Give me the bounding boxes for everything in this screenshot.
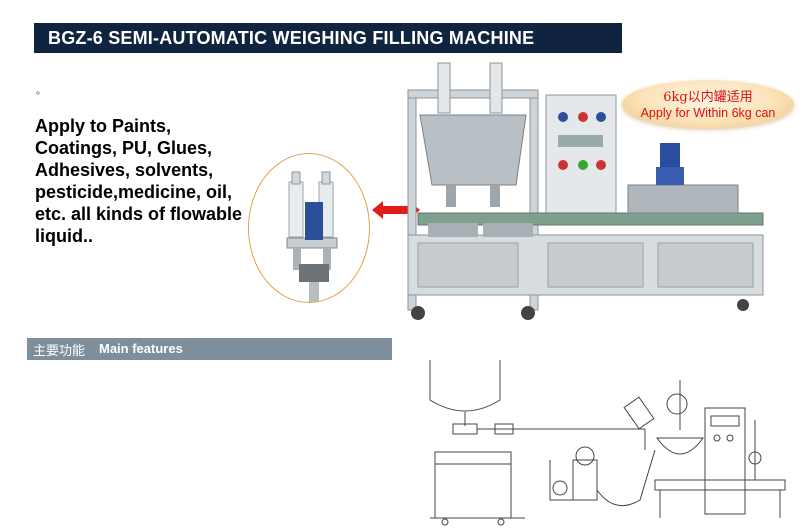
double-arrow-icon (372, 201, 420, 219)
filling-machine-image (407, 62, 764, 320)
description-line: pesticide,medicine, oil, (35, 182, 233, 202)
description-line: liquid.. (35, 226, 93, 246)
application-description: Apply to Paints, Coatings, PU, Glues, Ad… (35, 115, 265, 247)
bullet-mark: 。 (36, 86, 46, 97)
capacity-badge: 6kg以内罐适用 Apply for Within 6kg can (622, 80, 794, 128)
system-schematic-drawing (429, 360, 786, 526)
description-line: Apply to Paints, (35, 116, 172, 136)
description-line: Adhesives, solvents, (35, 160, 214, 180)
page-title: BGZ-6 SEMI-AUTOMATIC WEIGHING FILLING MA… (48, 28, 535, 48)
features-label-chinese: 主要功能 (33, 344, 86, 359)
title-banner: BGZ-6 SEMI-AUTOMATIC WEIGHING FILLING MA… (34, 23, 622, 53)
features-label-english: Main features (99, 341, 183, 356)
description-line: Coatings, PU, Glues, (35, 138, 213, 158)
nozzle-detail-image (248, 153, 370, 303)
badge-chinese-text: 6kg以内罐适用 (663, 90, 753, 105)
badge-english-text: Apply for Within 6kg can (640, 106, 776, 120)
main-features-header: 主要功能 Main features (27, 338, 392, 360)
description-line: etc. all kinds of flowable (35, 204, 243, 224)
